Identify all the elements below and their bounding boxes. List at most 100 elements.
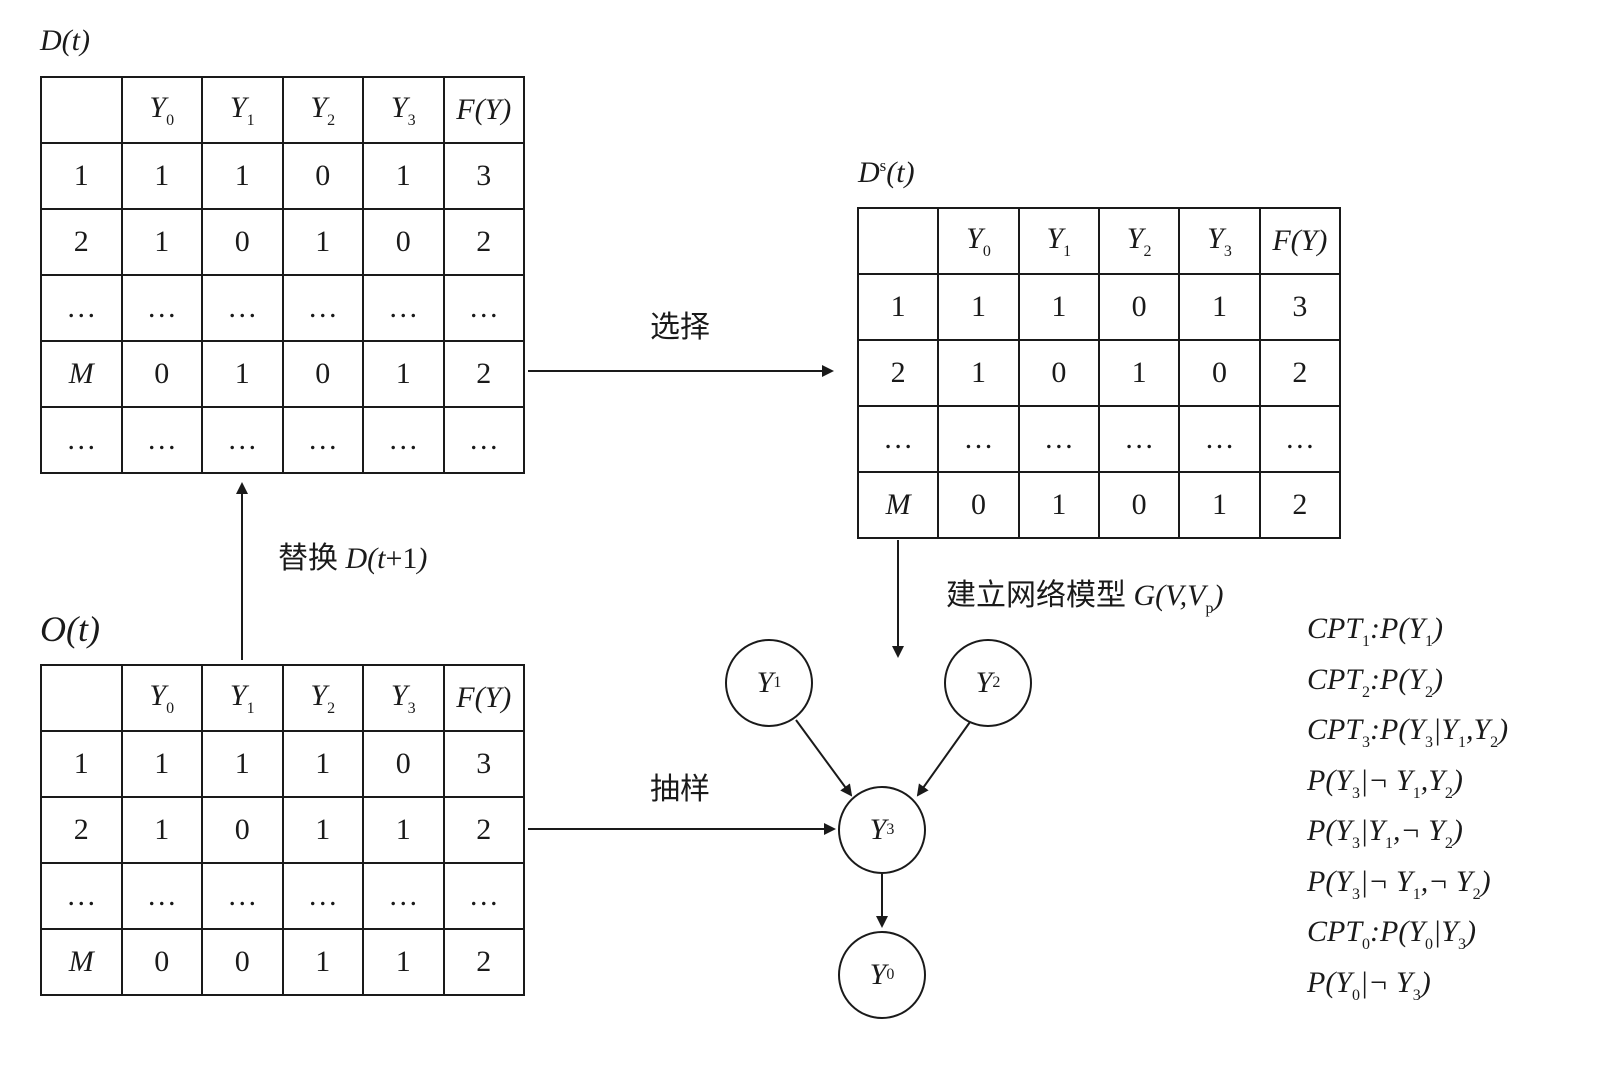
table-o-title: O(t) (40, 609, 100, 649)
table-cell: … (362, 406, 445, 474)
table-cell: … (120, 406, 203, 474)
table-cell: 1 (120, 142, 203, 210)
table-row: ……………… (40, 862, 525, 930)
table-cell: 0 (281, 340, 364, 408)
header-cell: Y3 (362, 76, 445, 144)
table-cell: 2 (442, 208, 525, 276)
table-cell: 2 (40, 208, 123, 276)
table-cell: 0 (1017, 339, 1100, 407)
cpt-entry: P(Y3|¬ Y1,Y2) (1307, 763, 1463, 802)
table-cell: 1 (201, 142, 284, 210)
cpt-entry: CPT1:P(Y1) (1307, 612, 1444, 650)
table-cell: 3 (1258, 273, 1342, 341)
table-cell: … (281, 862, 364, 930)
table-cell: 2 (1258, 339, 1342, 407)
table-cell: 1 (937, 339, 1020, 407)
table-cell: … (201, 274, 284, 342)
table-cell: … (40, 406, 123, 474)
table-cell: 1 (201, 340, 284, 408)
table-cell: 2 (856, 339, 940, 407)
table-cell: … (281, 274, 364, 342)
table-cell: … (281, 406, 364, 474)
header-cell (40, 664, 123, 732)
table-cell: 1 (1178, 471, 1261, 539)
table-cell: 1 (120, 796, 203, 864)
table-cell: … (442, 406, 525, 474)
table-cell: 0 (201, 208, 284, 276)
table-cell: 0 (362, 730, 445, 798)
table-cell: … (362, 862, 445, 930)
table-cell: 1 (281, 796, 364, 864)
table-cell: … (201, 862, 284, 930)
header-cell: Y2 (1097, 207, 1181, 275)
table-cell: … (937, 405, 1020, 473)
cpt-entry: P(Y0|¬ Y3) (1307, 965, 1431, 1004)
cpt-entry: CPT3:P(Y3|Y1,Y2) (1307, 713, 1509, 751)
label-replace: 替换 D(t+1) (278, 541, 428, 576)
table-cell: 0 (1178, 339, 1261, 407)
table-cell: 0 (1097, 273, 1181, 341)
table-cell: 1 (1178, 273, 1261, 341)
table-cell: 1 (856, 273, 940, 341)
table-cell: M (856, 471, 940, 539)
table-cell: 2 (442, 796, 525, 864)
table-ds-title: Ds(t) (858, 156, 915, 189)
cpt-entry: P(Y3|Y1,¬ Y2) (1307, 814, 1463, 852)
label-select: 选择 (650, 310, 710, 345)
table-cell: 1 (281, 928, 364, 996)
edge-y1-y3 (795, 719, 853, 797)
table-row: ……………… (40, 406, 525, 474)
table-cell: 1 (40, 730, 123, 798)
table-cell: 1 (1017, 273, 1100, 341)
table-cell: 1 (1097, 339, 1181, 407)
table-row: ……………… (40, 274, 525, 342)
table-cell: 2 (40, 796, 123, 864)
table-cell: … (1097, 405, 1181, 473)
table-cell: 0 (281, 142, 364, 210)
table-cell: … (856, 405, 940, 473)
header-cell: Y2 (281, 664, 364, 732)
table-cell: 1 (362, 340, 445, 408)
table-cell: 0 (937, 471, 1020, 539)
table-cell: … (120, 274, 203, 342)
table-cell: 0 (201, 796, 284, 864)
table-cell: … (362, 274, 445, 342)
header-cell: F(Y) (442, 664, 525, 732)
table-cell: 1 (362, 928, 445, 996)
header-cell: Y0 (120, 664, 203, 732)
header-cell: Y1 (1017, 207, 1100, 275)
table-cell: 1 (40, 142, 123, 210)
table-cell: 1 (281, 730, 364, 798)
cpt-entry: CPT0:P(Y0|Y3) (1307, 915, 1476, 953)
header-cell: Y2 (281, 76, 364, 144)
table-cell: 0 (201, 928, 284, 996)
table-cell: 0 (120, 340, 203, 408)
header-cell: F(Y) (442, 76, 525, 144)
cpt-entry: CPT2:P(Y2) (1307, 662, 1444, 701)
header-cell: Y1 (201, 76, 284, 144)
table-cell: 1 (362, 142, 445, 210)
table-cell: M (40, 928, 123, 996)
table-cell: … (40, 274, 123, 342)
table-cell: 0 (1097, 471, 1181, 539)
table-cell: … (1017, 405, 1100, 473)
table-cell: 2 (442, 340, 525, 408)
table-cell: 0 (120, 928, 203, 996)
table-cell: 1 (120, 730, 203, 798)
table-cell: 1 (281, 208, 364, 276)
header-cell (40, 76, 123, 144)
table-cell: M (40, 340, 123, 408)
